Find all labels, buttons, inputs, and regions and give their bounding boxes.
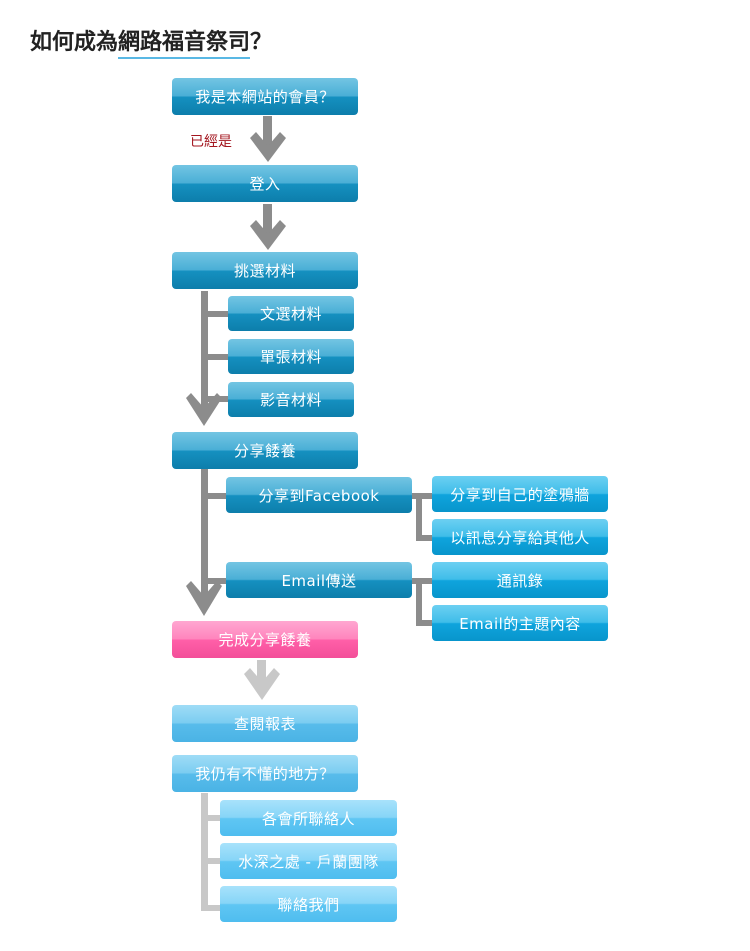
still-questions-box[interactable]: 我仍有不懂的地方？ xyxy=(172,755,358,792)
share-facebook-box[interactable]: 分享到Facebook xyxy=(226,477,412,513)
team-box[interactable]: 水深之處 - 戶蘭團隊 xyxy=(220,843,397,879)
contact-persons-box[interactable]: 各會所聯絡人 xyxy=(220,800,397,836)
email-send-box[interactable]: Email傳送 xyxy=(226,562,412,598)
contacts-box[interactable]: 通訊錄 xyxy=(432,562,608,598)
page-title: 如何成為網路福音祭司？ xyxy=(30,24,273,59)
login-box[interactable]: 登入 xyxy=(172,165,358,202)
pick-materials-box[interactable]: 挑選材料 xyxy=(172,252,358,289)
contact-us-box[interactable]: 聯絡我們 xyxy=(220,886,397,922)
text-materials-box[interactable]: 文選材料 xyxy=(228,296,354,331)
member-question-box[interactable]: 我是本網站的會員？ xyxy=(172,78,358,115)
already-member-label: 已經是 xyxy=(190,134,232,150)
share-complete-box[interactable]: 完成分享餧養 xyxy=(172,621,358,658)
view-report-box[interactable]: 查閱報表 xyxy=(172,705,358,742)
photo-materials-box[interactable]: 單張材料 xyxy=(228,339,354,374)
title-suffix: ？ xyxy=(250,30,273,55)
share-wall-box[interactable]: 分享到自己的塗鴉牆 xyxy=(432,476,608,512)
share-message-box[interactable]: 以訊息分享給其他人 xyxy=(432,519,608,555)
email-content-box[interactable]: Email的主題內容 xyxy=(432,605,608,641)
title-underlined: 網路福音祭司 xyxy=(118,30,251,59)
title-prefix: 如何成為 xyxy=(30,30,119,55)
video-materials-box[interactable]: 影音材料 xyxy=(228,382,354,417)
share-feed-box[interactable]: 分享餧養 xyxy=(172,432,358,469)
